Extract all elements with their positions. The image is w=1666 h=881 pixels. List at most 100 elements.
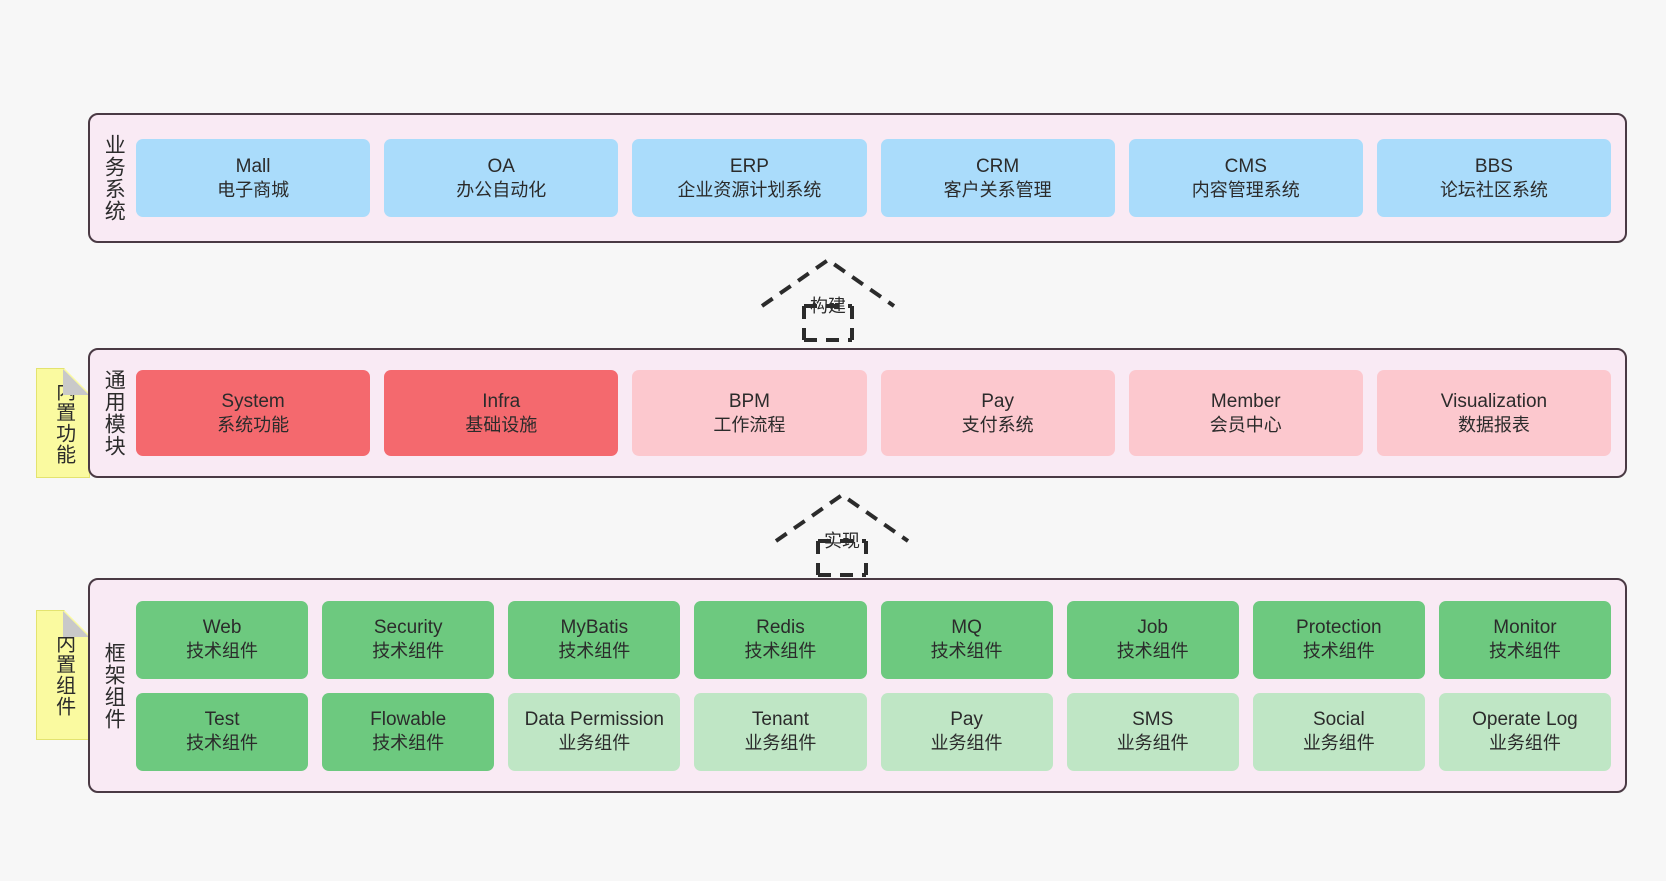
node-label-cn: 业务组件 bbox=[558, 733, 631, 754]
node-label-cn: 技术组件 bbox=[1302, 641, 1375, 662]
node-label-en: Test bbox=[204, 709, 240, 731]
node-label-en: Data Permission bbox=[524, 709, 664, 731]
node-label-en: Visualization bbox=[1440, 390, 1548, 412]
node-data-permission[interactable]: Data Permission 业务组件 bbox=[508, 692, 681, 771]
node-label-cn: 客户关系管理 bbox=[943, 179, 1052, 200]
node-bpm[interactable]: BPM 工作流程 bbox=[632, 370, 867, 456]
node-infra[interactable]: Infra 基础设施 bbox=[384, 370, 619, 456]
layer-body-framework-components: Web 技术组件 Security 技术组件 MyBatis 技术组件 Redi… bbox=[136, 580, 1625, 791]
node-label-cn: 业务组件 bbox=[1116, 733, 1189, 754]
node-label-cn: 内容管理系统 bbox=[1191, 179, 1300, 200]
node-operate-log[interactable]: Operate Log 业务组件 bbox=[1438, 692, 1611, 771]
node-label-cn: 企业资源计划系统 bbox=[677, 179, 822, 200]
node-label-cn: 技术组件 bbox=[558, 641, 631, 662]
node-label-cn: 会员中心 bbox=[1209, 414, 1282, 435]
node-label-en: Monitor bbox=[1493, 617, 1557, 639]
node-label-cn: 技术组件 bbox=[1488, 641, 1561, 662]
node-crm[interactable]: CRM 客户关系管理 bbox=[880, 139, 1115, 217]
node-label-en: CRM bbox=[975, 155, 1020, 177]
node-redis[interactable]: Redis 技术组件 bbox=[694, 600, 867, 679]
node-oa[interactable]: OA 办公自动化 bbox=[384, 139, 619, 217]
node-label-cn: 系统功能 bbox=[217, 414, 290, 435]
arrow-build: 构建 bbox=[760, 256, 896, 342]
layer-framework-components[interactable]: 框架组件 Web 技术组件 Security 技术组件 MyBatis 技术组件… bbox=[88, 578, 1627, 793]
node-label-cn: 技术组件 bbox=[186, 641, 259, 662]
note-text: 内置功能 bbox=[52, 381, 75, 465]
node-label-cn: 数据报表 bbox=[1457, 414, 1530, 435]
node-label-cn: 技术组件 bbox=[186, 733, 259, 754]
node-erp[interactable]: ERP 企业资源计划系统 bbox=[632, 139, 867, 217]
node-bbs[interactable]: BBS 论坛社区系统 bbox=[1376, 139, 1612, 217]
node-label-en: Flowable bbox=[370, 709, 447, 731]
node-label-cn: 技术组件 bbox=[372, 641, 445, 662]
node-label-en: Web bbox=[202, 617, 242, 639]
framework-row-business: Test 技术组件 Flowable 技术组件 Data Permission … bbox=[136, 692, 1611, 771]
layer-business-system[interactable]: 业务系统 Mall 电子商城 OA 办公自动化 ERP 企业资源计划系统 CRM… bbox=[88, 113, 1627, 243]
node-label-cn: 业务组件 bbox=[930, 733, 1003, 754]
node-label-cn: 技术组件 bbox=[744, 641, 817, 662]
node-social[interactable]: Social 业务组件 bbox=[1252, 692, 1425, 771]
node-label-en: Pay bbox=[950, 709, 983, 731]
node-label-en: Redis bbox=[756, 617, 805, 639]
node-web[interactable]: Web 技术组件 bbox=[136, 600, 309, 679]
node-label-cn: 业务组件 bbox=[744, 733, 817, 754]
node-label-cn: 工作流程 bbox=[713, 414, 786, 435]
node-label-en: Job bbox=[1137, 617, 1168, 639]
node-cms[interactable]: CMS 内容管理系统 bbox=[1128, 139, 1363, 217]
node-protection[interactable]: Protection 技术组件 bbox=[1252, 600, 1425, 679]
node-label-en: System bbox=[221, 390, 285, 412]
node-label-en: Pay bbox=[981, 390, 1014, 412]
node-label-en: Mall bbox=[235, 155, 271, 177]
node-label-en: SMS bbox=[1132, 709, 1174, 731]
node-mybatis[interactable]: MyBatis 技术组件 bbox=[508, 600, 681, 679]
node-label-cn: 业务组件 bbox=[1488, 733, 1561, 754]
node-label-cn: 技术组件 bbox=[930, 641, 1003, 662]
node-label-cn: 业务组件 bbox=[1302, 733, 1375, 754]
note-fold-corner-icon bbox=[63, 369, 89, 395]
node-label-en: Operate Log bbox=[1472, 709, 1578, 731]
arrow-build-label: 构建 bbox=[810, 296, 846, 316]
node-security[interactable]: Security 技术组件 bbox=[322, 600, 495, 679]
node-label-cn: 技术组件 bbox=[372, 733, 445, 754]
node-label-en: OA bbox=[487, 155, 515, 177]
node-job[interactable]: Job 技术组件 bbox=[1066, 600, 1239, 679]
arrow-implement-label: 实现 bbox=[824, 531, 860, 551]
note-text: 内置组件 bbox=[52, 633, 75, 717]
node-label-cn: 办公自动化 bbox=[456, 179, 547, 200]
note-builtin-features: 内置功能 bbox=[36, 368, 90, 478]
note-builtin-components: 内置组件 bbox=[36, 610, 90, 740]
layer-common-modules[interactable]: 通用模块 System 系统功能 Infra 基础设施 BPM 工作流程 Pay… bbox=[88, 348, 1627, 478]
node-label-en: MyBatis bbox=[560, 617, 629, 639]
node-sms[interactable]: SMS 业务组件 bbox=[1066, 692, 1239, 771]
node-label-en: ERP bbox=[729, 155, 769, 177]
node-pay-module[interactable]: Pay 支付系统 bbox=[880, 370, 1115, 456]
node-label-en: BBS bbox=[1474, 155, 1513, 177]
node-tenant[interactable]: Tenant 业务组件 bbox=[694, 692, 867, 771]
node-monitor[interactable]: Monitor 技术组件 bbox=[1438, 600, 1611, 679]
node-label-en: Security bbox=[373, 617, 443, 639]
node-label-en: MQ bbox=[951, 617, 982, 639]
layer-title-common-modules: 通用模块 bbox=[102, 369, 126, 457]
node-label-en: Social bbox=[1312, 709, 1365, 731]
node-flowable[interactable]: Flowable 技术组件 bbox=[322, 692, 495, 771]
node-system[interactable]: System 系统功能 bbox=[136, 370, 371, 456]
node-visualization[interactable]: Visualization 数据报表 bbox=[1376, 370, 1612, 456]
node-label-en: Member bbox=[1210, 390, 1281, 412]
framework-row-technical: Web 技术组件 Security 技术组件 MyBatis 技术组件 Redi… bbox=[136, 600, 1611, 679]
node-pay-component[interactable]: Pay 业务组件 bbox=[880, 692, 1053, 771]
node-label-en: Tenant bbox=[751, 709, 809, 731]
node-label-cn: 论坛社区系统 bbox=[1439, 179, 1548, 200]
node-mall[interactable]: Mall 电子商城 bbox=[136, 139, 371, 217]
note-fold-corner-icon bbox=[63, 611, 89, 637]
node-label-en: BPM bbox=[728, 390, 771, 412]
node-test[interactable]: Test 技术组件 bbox=[136, 692, 309, 771]
node-member[interactable]: Member 会员中心 bbox=[1128, 370, 1363, 456]
node-label-cn: 基础设施 bbox=[465, 414, 538, 435]
layer-title-framework-components: 框架组件 bbox=[102, 641, 126, 730]
node-label-en: Protection bbox=[1296, 617, 1382, 639]
layer-title-business-system: 业务系统 bbox=[102, 134, 126, 222]
node-mq[interactable]: MQ 技术组件 bbox=[880, 600, 1053, 679]
layer-body-business-system: Mall 电子商城 OA 办公自动化 ERP 企业资源计划系统 CRM 客户关系… bbox=[136, 115, 1625, 241]
node-label-cn: 电子商城 bbox=[217, 179, 290, 200]
